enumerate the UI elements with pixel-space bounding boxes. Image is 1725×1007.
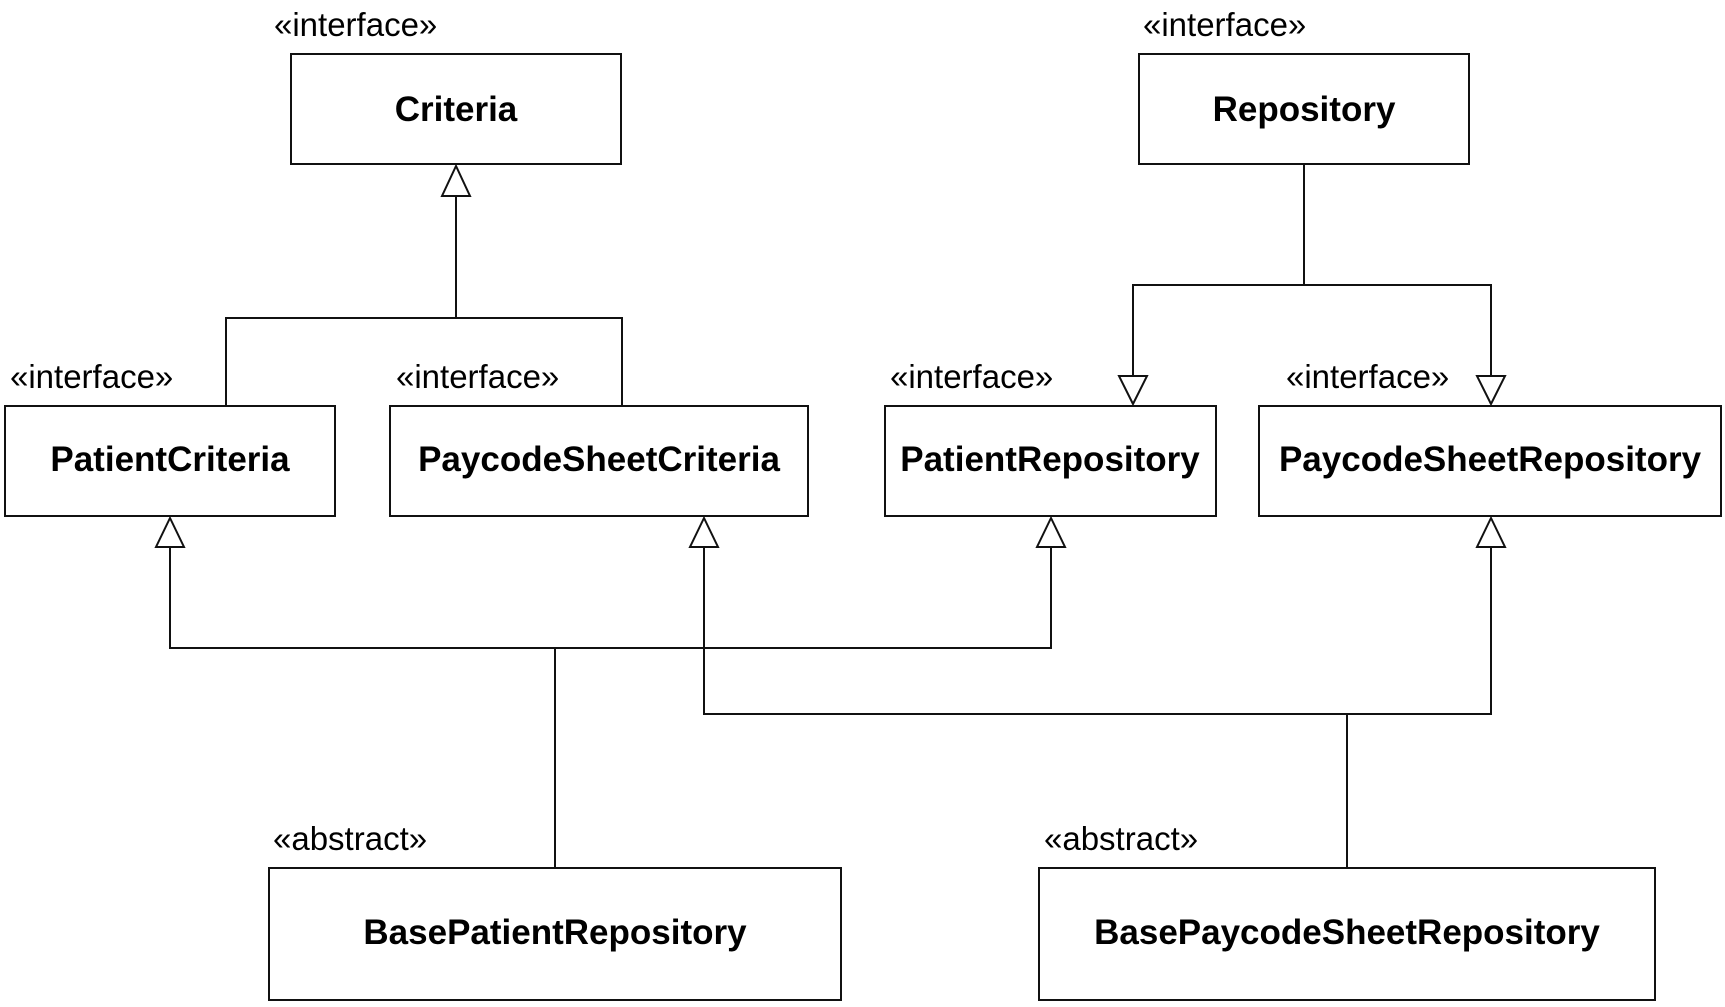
class-name: Repository: [1213, 90, 1396, 129]
class-box: [389, 405, 809, 517]
class-criteria[interactable]: «interface» Criteria: [274, 6, 622, 165]
class-paycode-sheet-criteria[interactable]: «interface» PaycodeSheetCriteria: [389, 358, 809, 517]
class-base-patient-repository[interactable]: «abstract» BasePatientRepository: [268, 820, 842, 1001]
arrowhead-to-paycode-sheet-repository: [1475, 375, 1507, 407]
class-box: [884, 405, 1217, 517]
class-box: [1038, 867, 1656, 1001]
stereotype-label: «interface»: [396, 358, 559, 395]
stereotype-label: «interface»: [1286, 358, 1449, 395]
arrowhead-to-paycode-sheet-repository-bottom: [1475, 515, 1507, 548]
class-paycode-sheet-repository[interactable]: «interface» PaycodeSheetRepository: [1258, 358, 1722, 517]
connector-base-patient-realizations: [169, 547, 1052, 649]
class-box: [268, 867, 842, 1001]
connector-patient-criteria-to-criteria: [225, 317, 623, 406]
class-box: [290, 53, 622, 165]
class-name: PaycodeSheetCriteria: [418, 440, 780, 479]
stereotype-label: «interface»: [1143, 6, 1306, 43]
class-name: PatientRepository: [900, 440, 1200, 479]
arrowhead-to-patient-repository: [1117, 375, 1149, 407]
connector-repository-branch: [1132, 284, 1492, 376]
arrowhead-to-patient-criteria: [154, 515, 186, 548]
stereotype-label: «abstract»: [273, 820, 427, 857]
arrowhead-to-paycode-sheet-criteria: [688, 515, 720, 548]
stereotype-label: «interface»: [10, 358, 173, 395]
class-name: BasePaycodeSheetRepository: [1094, 913, 1600, 952]
stereotype-label: «interface»: [890, 358, 1053, 395]
arrowhead-to-patient-repository-bottom: [1035, 515, 1067, 548]
class-base-paycode-sheet-repository[interactable]: «abstract» BasePaycodeSheetRepository: [1038, 820, 1656, 1001]
class-patient-repository[interactable]: «interface» PatientRepository: [884, 358, 1217, 517]
class-patient-criteria[interactable]: «interface» PatientCriteria: [4, 358, 336, 517]
connector-base-paycode-realizations: [703, 547, 1492, 715]
class-box: [1138, 53, 1470, 165]
stereotype-label: «interface»: [274, 6, 437, 43]
arrowhead-to-criteria: [440, 163, 472, 197]
class-box: [4, 405, 336, 517]
class-name: BasePatientRepository: [363, 913, 747, 952]
stereotype-label: «abstract»: [1044, 820, 1198, 857]
class-name: PaycodeSheetRepository: [1279, 440, 1702, 479]
class-box: [1258, 405, 1722, 517]
class-name: Criteria: [395, 90, 518, 129]
class-name: PatientCriteria: [50, 440, 290, 479]
class-repository[interactable]: «interface» Repository: [1138, 6, 1470, 165]
